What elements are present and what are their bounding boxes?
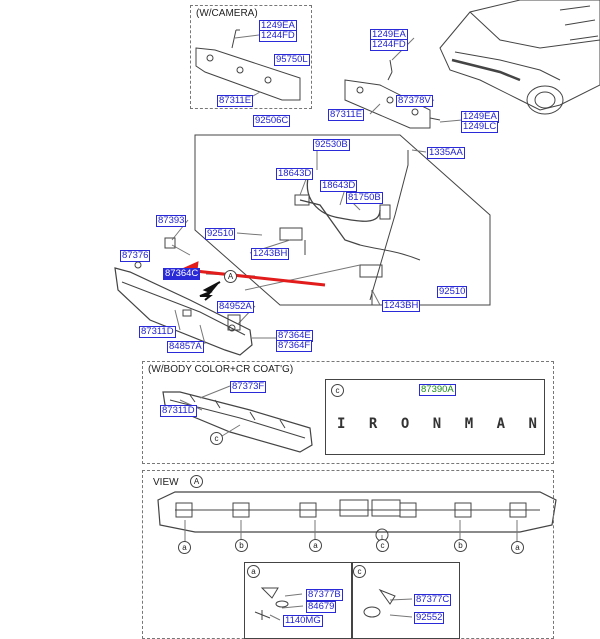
part-label-1249lc[interactable]: 1249LC (461, 121, 499, 133)
part-label-87377b[interactable]: 87377B (306, 589, 343, 601)
emblem-letter-5: M (464, 416, 474, 432)
part-label-87311d-b[interactable]: 87311D (160, 405, 197, 417)
clip-87393 (164, 237, 176, 249)
part-label-92506c[interactable]: 92506C (253, 115, 291, 127)
emblem-letter-2: R (368, 416, 378, 432)
emblem-text: I R O N M A N (337, 416, 537, 432)
part-label-81750b[interactable]: 81750B (346, 192, 383, 204)
part-label-92552[interactable]: 92552 (414, 612, 445, 624)
part-87377c (378, 588, 396, 605)
emblem-box (325, 379, 545, 455)
clip-84952a (227, 314, 241, 331)
callout-A-view: A (190, 475, 203, 488)
part-label-87311e-cam[interactable]: 87311E (217, 95, 254, 107)
view-garnish (157, 491, 557, 533)
part-label-95750l[interactable]: 95750L (274, 54, 310, 66)
part-label-87373f[interactable]: 87373F (230, 381, 267, 393)
callout-b-view-1: b (235, 539, 248, 552)
garnish-87311d (114, 267, 253, 356)
clip-87376 (134, 261, 142, 269)
part-label-92510-l[interactable]: 92510 (205, 228, 236, 240)
part-label-87378v[interactable]: 87378V (396, 95, 433, 107)
callout-c-emblem: c (331, 384, 344, 397)
part-1140mg (254, 610, 271, 620)
emblem-letter-1: I (337, 416, 346, 432)
part-label-87364f[interactable]: 87364F (276, 340, 313, 352)
bracket-87311e (344, 79, 431, 129)
callout-a-view-2: a (309, 539, 322, 552)
part-87377b (260, 587, 279, 599)
callout-a-view-3: a (511, 541, 524, 554)
part-label-87393[interactable]: 87393 (156, 215, 187, 227)
car-silhouette (439, 0, 600, 111)
part-label-1335aa[interactable]: 1335AA (427, 147, 465, 159)
bodycolor-section-box (142, 361, 554, 464)
part-label-87364e[interactable]: 87364E (276, 330, 313, 342)
camera-section-title: (W/CAMERA) (196, 8, 258, 19)
part-label-92510-r[interactable]: 92510 (437, 286, 468, 298)
part-label-92530b[interactable]: 92530B (313, 139, 350, 151)
part-label-1244fd-cam[interactable]: 1244FD (259, 30, 297, 42)
callout-c-box: c (353, 565, 366, 578)
part-label-84679[interactable]: 84679 (306, 601, 337, 613)
part-label-87377c[interactable]: 87377C (414, 594, 452, 606)
camera-section-box (190, 5, 312, 109)
part-label-87390a[interactable]: 87390A (419, 384, 456, 396)
emblem-letter-3: O (400, 416, 410, 432)
red-arrow (178, 261, 326, 287)
callout-c-view: c (376, 539, 389, 552)
callout-a-box: a (247, 565, 260, 578)
emblem-letter-4: N (432, 416, 442, 432)
part-label-87311d[interactable]: 87311D (139, 326, 176, 338)
wire-harness (306, 169, 381, 222)
part-label-1243bh-r[interactable]: 1243BH (382, 300, 421, 312)
camera-bracket (195, 47, 301, 101)
callout-b-view-2: b (454, 539, 467, 552)
direction-arrow (199, 281, 221, 301)
lamp-assembly-box (194, 134, 491, 306)
part-label-1140mg[interactable]: 1140MG (283, 615, 323, 627)
callout-a-view-1: a (178, 541, 191, 554)
callout-c-bodycolor: c (210, 432, 223, 445)
part-label-18643d-2[interactable]: 18643D (320, 180, 358, 192)
part-label-84952a[interactable]: 84952A (217, 301, 254, 313)
part-label-84857a[interactable]: 84857A (167, 341, 204, 353)
bodycolor-section-title: (W/BODY COLOR+CR COAT'G) (148, 364, 294, 375)
part-label-1243bh-l[interactable]: 1243BH (251, 248, 290, 260)
part-label-87364c[interactable]: 87364C (163, 268, 201, 280)
view-section-title: VIEW (153, 477, 179, 488)
part-label-1249ea-r[interactable]: 1249EA (461, 111, 499, 123)
part-label-87311e[interactable]: 87311E (328, 109, 365, 121)
part-label-1244fd-top[interactable]: 1244FD (370, 39, 408, 51)
part-label-18643d-1[interactable]: 18643D (276, 168, 314, 180)
callout-A-main: A (224, 270, 237, 283)
part-label-87376[interactable]: 87376 (120, 250, 151, 262)
emblem-letter-7: N (528, 416, 537, 432)
emblem-letter-6: A (496, 416, 506, 432)
